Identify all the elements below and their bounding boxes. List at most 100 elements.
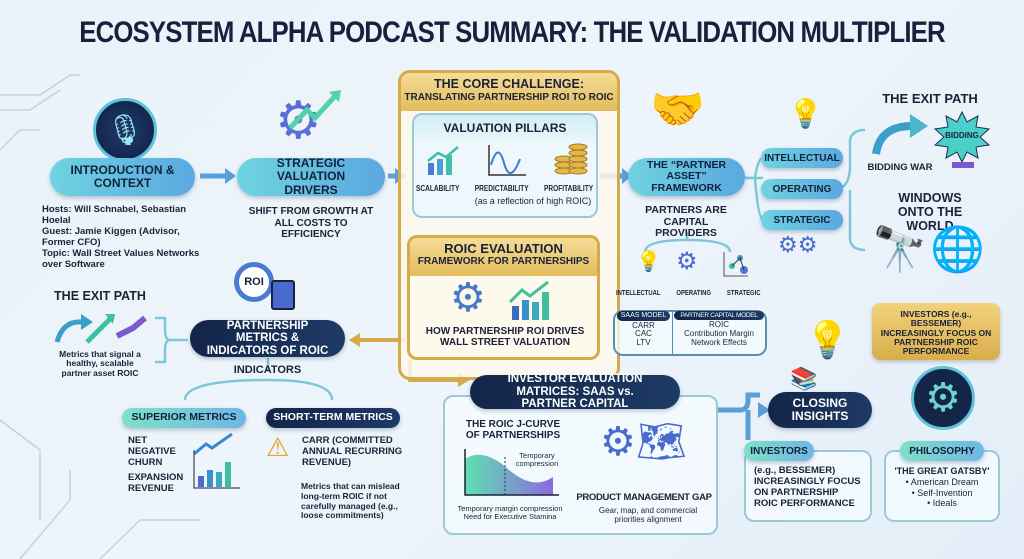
intro-details: Hosts: Will Schnabel, Sebastian Hoelal G… [42, 204, 212, 271]
partner-capital-header: PARTNER CAPITAL MODEL [674, 311, 764, 321]
philosophy-gear-icon: ⚙ [911, 366, 975, 430]
hosts-text: Hosts: Will Schnabel, Sebastian Hoelal [42, 204, 187, 226]
insight-lightbulb-icon: 💡 [805, 319, 850, 360]
pc-item: ROIC [709, 320, 729, 330]
pillar-profitability: PROFITABILITY [544, 184, 594, 193]
partner-desc: PARTNERS ARE CAPITAL PROVIDERS [645, 204, 727, 240]
profitability-coins-icon [554, 143, 588, 175]
superior-item: NET NEGATIVE CHURN [128, 435, 176, 468]
page-title: ECOSYSTEM ALPHA PODCAST SUMMARY: THE VAL… [79, 16, 945, 49]
superior-metrics-tag: SUPERIOR METRICS [122, 408, 246, 428]
short-term-note: Metrics that can mislead long-term ROIC … [301, 481, 400, 521]
scalability-icon [427, 146, 459, 175]
pc-item: Contribution Margin [684, 328, 754, 338]
investors-tag: INVESTORS [744, 441, 814, 461]
partnership-metrics-node[interactable]: PARTNERSHIP METRICS & INDICATORS OF ROIC [190, 320, 345, 357]
gatsby-title: 'THE GREAT GATSBY' [894, 466, 990, 476]
branch-strategic[interactable]: STRATEGIC [761, 210, 843, 230]
growth-chart-icon [508, 280, 549, 320]
pm-gap-desc: Gear, map, and commercial priorities ali… [598, 506, 698, 524]
jcurve-title: THE ROIC J-CURVE OF PARTNERSHIPS [465, 419, 561, 441]
predictability-icon [488, 145, 526, 176]
icon-label-strategic: STRATEGIC [726, 290, 761, 297]
superior-item: EXPANSION REVENUE [128, 471, 184, 494]
curved-arrow-icon [872, 114, 928, 155]
indicators-label: INDICATORS [233, 364, 302, 376]
core-subtitle: TRANSLATING PARTNERSHIP ROI TO ROIC [404, 91, 614, 103]
topic-text: Topic: Wall Street Values Networks over … [42, 247, 200, 270]
saas-item: CARR [632, 320, 655, 330]
bidding-war-caption: BIDDING WAR [867, 162, 933, 173]
pillar-scalability: SCALABILITY [416, 184, 460, 193]
branch-intellectual[interactable]: INTELLECTUAL [761, 148, 843, 168]
saas-model-column: SAAS MODEL CARR CAC LTV [615, 311, 673, 354]
jcurve-annotation: Temporary compression [515, 451, 559, 469]
exit-path-right-title: THE EXIT PATH [882, 91, 978, 106]
valuation-pillars-panel: VALUATION PILLARS SCALABILITY PREDICTABI… [412, 113, 598, 218]
exit-left-desc: Metrics that signal a healthy, scalable … [59, 349, 141, 378]
pillar-predictability: PREDICTABILITY [474, 184, 529, 193]
strategic-network-icon [723, 252, 748, 277]
saas-item: CAC [635, 329, 652, 339]
short-term-metrics-tag: SHORT-TERM METRICS [266, 408, 400, 428]
pillars-note: (as a reflection of high ROIC) [474, 196, 592, 206]
philosophy-tag: PHILOSOPHY [900, 441, 984, 461]
icon-label-intellectual: INTELLECTUAL [616, 290, 661, 297]
investors-callout: INVESTORS (e.g., BESSEMER) INCREASINGLY … [872, 303, 1000, 360]
partner-icon-labels: INTELLECTUAL OPERATING STRATEGIC [616, 290, 760, 298]
microphone-icon: 🎙 [93, 98, 157, 162]
warning-icon: ⚠ [266, 432, 290, 462]
intro-context-node[interactable]: INTRODUCTION & CONTEXT [50, 158, 195, 196]
pillars-title: VALUATION PILLARS [443, 121, 567, 135]
investors-text: (e.g., BESSEMER) INCREASINGLY FOCUS ON P… [754, 465, 861, 509]
pc-item: Network Effects [691, 337, 747, 347]
models-table: SAAS MODEL CARR CAC LTV PARTNER CAPITAL … [613, 310, 767, 356]
philosophy-box: PHILOSOPHY 'THE GREAT GATSBY' • American… [884, 441, 1000, 522]
bidding-burst-icon [933, 110, 991, 168]
books-icon: 📚 [790, 366, 818, 391]
roic-title: ROIC EVALUATION [444, 241, 563, 256]
superior-growth-icon [193, 432, 240, 489]
roi-calculator-icon: ROI [234, 262, 274, 302]
philosophy-item: • American Dream [905, 476, 979, 487]
philosophy-item: • Ideals [927, 498, 957, 509]
guest-text: Guest: Jamie Kiggen (Advisor, Former CFO… [42, 225, 180, 248]
philosophy-item: • Self-Invention [911, 487, 973, 498]
telescope-icon: 🔭 [872, 225, 927, 274]
cycle-gear-icon: ⚙ [450, 276, 486, 320]
investor-matrices-node[interactable]: INVESTOR EVALUATION MATRICES: SAAS vs. P… [470, 373, 680, 410]
roic-desc: HOW PARTNERSHIP ROI DRIVES WALL STREET V… [425, 326, 585, 348]
strategic-desc: SHIFT FROM GROWTH AT ALL COSTS TO EFFICI… [248, 206, 374, 240]
calculator-icon [271, 280, 295, 310]
partners-handshake-icon: 🤝 [650, 85, 705, 134]
core-title: THE CORE CHALLENGE: [434, 77, 584, 91]
superior-list: NET NEGATIVE CHURN EXPANSION REVENUE [128, 435, 188, 495]
pm-gap-title: PRODUCT MANAGEMENT GAP [576, 492, 712, 503]
exit-arrows-icon [54, 314, 147, 344]
roic-header: ROIC EVALUATION FRAMEWORK FOR PARTNERSHI… [410, 238, 597, 276]
closing-insights-node[interactable]: CLOSING INSIGHTS [768, 392, 872, 428]
carr-text: CARR (COMMITTED ANNUAL RECURRING REVENUE… [302, 435, 403, 468]
windows-title: WINDOWS ONTO THE WORLD [897, 191, 963, 233]
growth-arrow-icon [288, 90, 341, 130]
strategic-drivers-node[interactable]: STRATEGIC VALUATION DRIVERS [237, 157, 385, 196]
gear-map-icon: ⚙🗺 [600, 420, 687, 464]
core-challenge-header: THE CORE CHALLENGE: TRANSLATING PARTNERS… [401, 73, 617, 111]
roic-subtitle: FRAMEWORK FOR PARTNERSHIPS [417, 256, 590, 268]
jcurve-caption: Temporary margin compression Need for Ex… [457, 504, 563, 522]
operating-gear-icon: ⚙ [676, 248, 698, 275]
partner-asset-node[interactable]: THE “PARTNER ASSET” FRAMEWORK [628, 158, 745, 196]
icon-label-operating: OPERATING [676, 290, 711, 297]
branch-operating[interactable]: OPERATING [761, 179, 843, 199]
globe-icon: 🌐 [930, 225, 985, 274]
matrices-panel: THE ROIC J-CURVE OF PARTNERSHIPS Tempora… [443, 395, 718, 535]
saas-item: LTV [636, 338, 651, 348]
lightbulb-icon: 💡 [636, 251, 661, 273]
jcurve-chart [464, 449, 559, 496]
pillars-labels: SCALABILITY PREDICTABILITY PROFITABILITY [416, 184, 594, 194]
roic-framework-panel: ROIC EVALUATION FRAMEWORK FOR PARTNERSHI… [407, 235, 600, 360]
investors-box: INVESTORS (e.g., BESSEMER) INCREASINGLY … [744, 441, 872, 522]
saas-model-header: SAAS MODEL [617, 311, 670, 321]
exit-path-left-title: THE EXIT PATH [54, 289, 146, 303]
gears-icon: ⚙⚙ [778, 232, 818, 257]
